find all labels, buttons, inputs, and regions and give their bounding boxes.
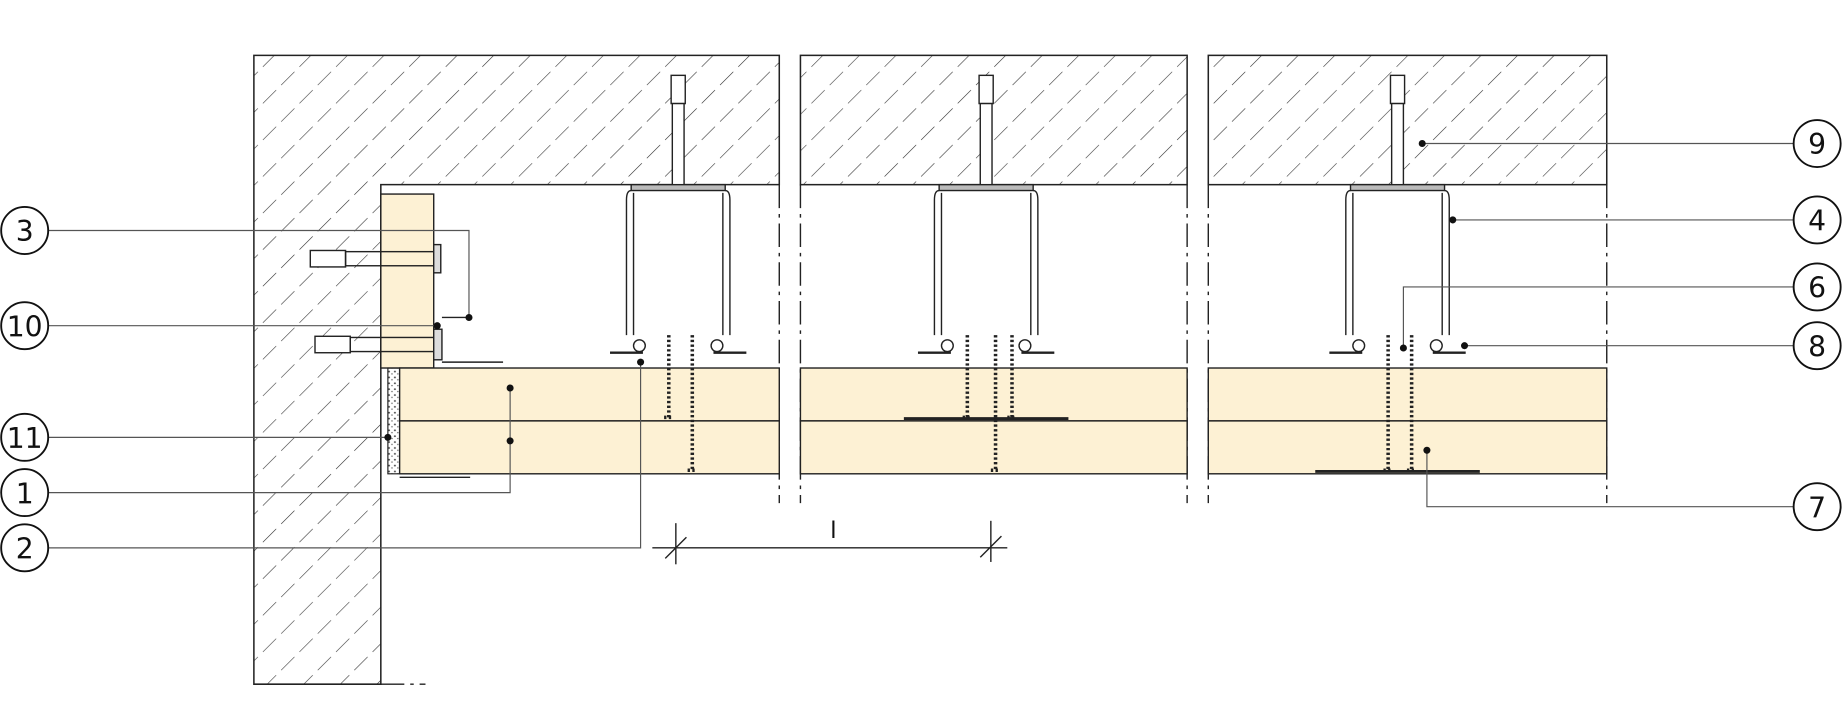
hanger-profile-assembly xyxy=(610,74,747,473)
callout-label: 8 xyxy=(1808,330,1826,363)
leader-dot xyxy=(1418,139,1426,148)
callout-1: 1 xyxy=(0,384,514,518)
callout-label: 2 xyxy=(16,533,34,566)
dimension-label: l xyxy=(830,516,837,544)
callout-circle xyxy=(0,412,50,462)
cd-profile xyxy=(1345,189,1450,336)
leader-dot xyxy=(506,437,514,445)
concrete-slab xyxy=(253,54,1608,685)
leader-dot xyxy=(1399,344,1407,352)
callout-label: 7 xyxy=(1808,491,1826,524)
callout-4: 4 xyxy=(1449,195,1842,245)
screw-icon xyxy=(687,335,698,473)
anchor-icon xyxy=(1389,74,1406,105)
callout-11: 11 xyxy=(0,412,392,462)
callout-8: 8 xyxy=(1461,321,1842,371)
ceiling-profiles xyxy=(610,74,1480,473)
wall-batten xyxy=(380,193,435,369)
callout-9: 9 xyxy=(1418,119,1842,168)
leader-dot xyxy=(506,384,514,392)
callout-2: 2 xyxy=(0,358,645,573)
leader-dot xyxy=(384,433,392,441)
leader-dot xyxy=(1449,216,1457,224)
dimension-line xyxy=(652,520,1008,565)
callout-6: 6 xyxy=(1399,262,1842,352)
callout-circle xyxy=(0,468,50,518)
callout-label: 1 xyxy=(16,477,34,510)
callout-label: 3 xyxy=(16,215,34,248)
leader-dot xyxy=(1423,446,1431,454)
screw-icon xyxy=(990,335,1001,473)
callout-3: 3 xyxy=(0,206,473,322)
anchor-icon xyxy=(978,74,994,105)
callout-circle xyxy=(0,301,50,351)
callout-label: 4 xyxy=(1808,205,1826,238)
callout-label: 9 xyxy=(1808,128,1826,161)
hanger-profile-assembly xyxy=(903,74,1069,473)
callout-circle xyxy=(0,206,50,255)
sealing-strip xyxy=(387,367,401,475)
leader-dot xyxy=(465,313,473,322)
cd-profile xyxy=(933,189,1039,336)
cd-profile xyxy=(625,189,731,336)
callout-label: 6 xyxy=(1808,272,1826,305)
callout-circle xyxy=(1792,321,1842,371)
callout-label: 10 xyxy=(7,310,43,343)
callout-circle xyxy=(1792,119,1842,168)
callout-circle xyxy=(1792,482,1842,532)
callout-7: 7 xyxy=(1423,446,1842,532)
hanger-rod xyxy=(979,102,993,189)
callout-circle xyxy=(1792,262,1842,312)
leader-line xyxy=(48,387,511,494)
callout-label: 11 xyxy=(7,422,43,455)
leader-line xyxy=(1402,286,1794,349)
callout-10: 10 xyxy=(0,301,441,351)
gypsum-boards xyxy=(398,367,1608,475)
hanger-rod xyxy=(1390,102,1405,189)
screw-icon xyxy=(664,335,674,420)
callout-circle xyxy=(1792,195,1842,245)
leader-line xyxy=(48,229,470,318)
leader-dot xyxy=(433,322,441,330)
hanger-rod xyxy=(671,102,685,189)
wall-anchors xyxy=(309,243,504,363)
callout-circle xyxy=(0,523,50,573)
leader-dot xyxy=(1461,342,1469,350)
leader-line xyxy=(48,362,642,549)
leader-dot xyxy=(637,358,645,366)
leader-line xyxy=(1426,450,1794,508)
anchor-icon xyxy=(670,74,686,105)
hanger-profile-assembly xyxy=(1315,74,1480,473)
